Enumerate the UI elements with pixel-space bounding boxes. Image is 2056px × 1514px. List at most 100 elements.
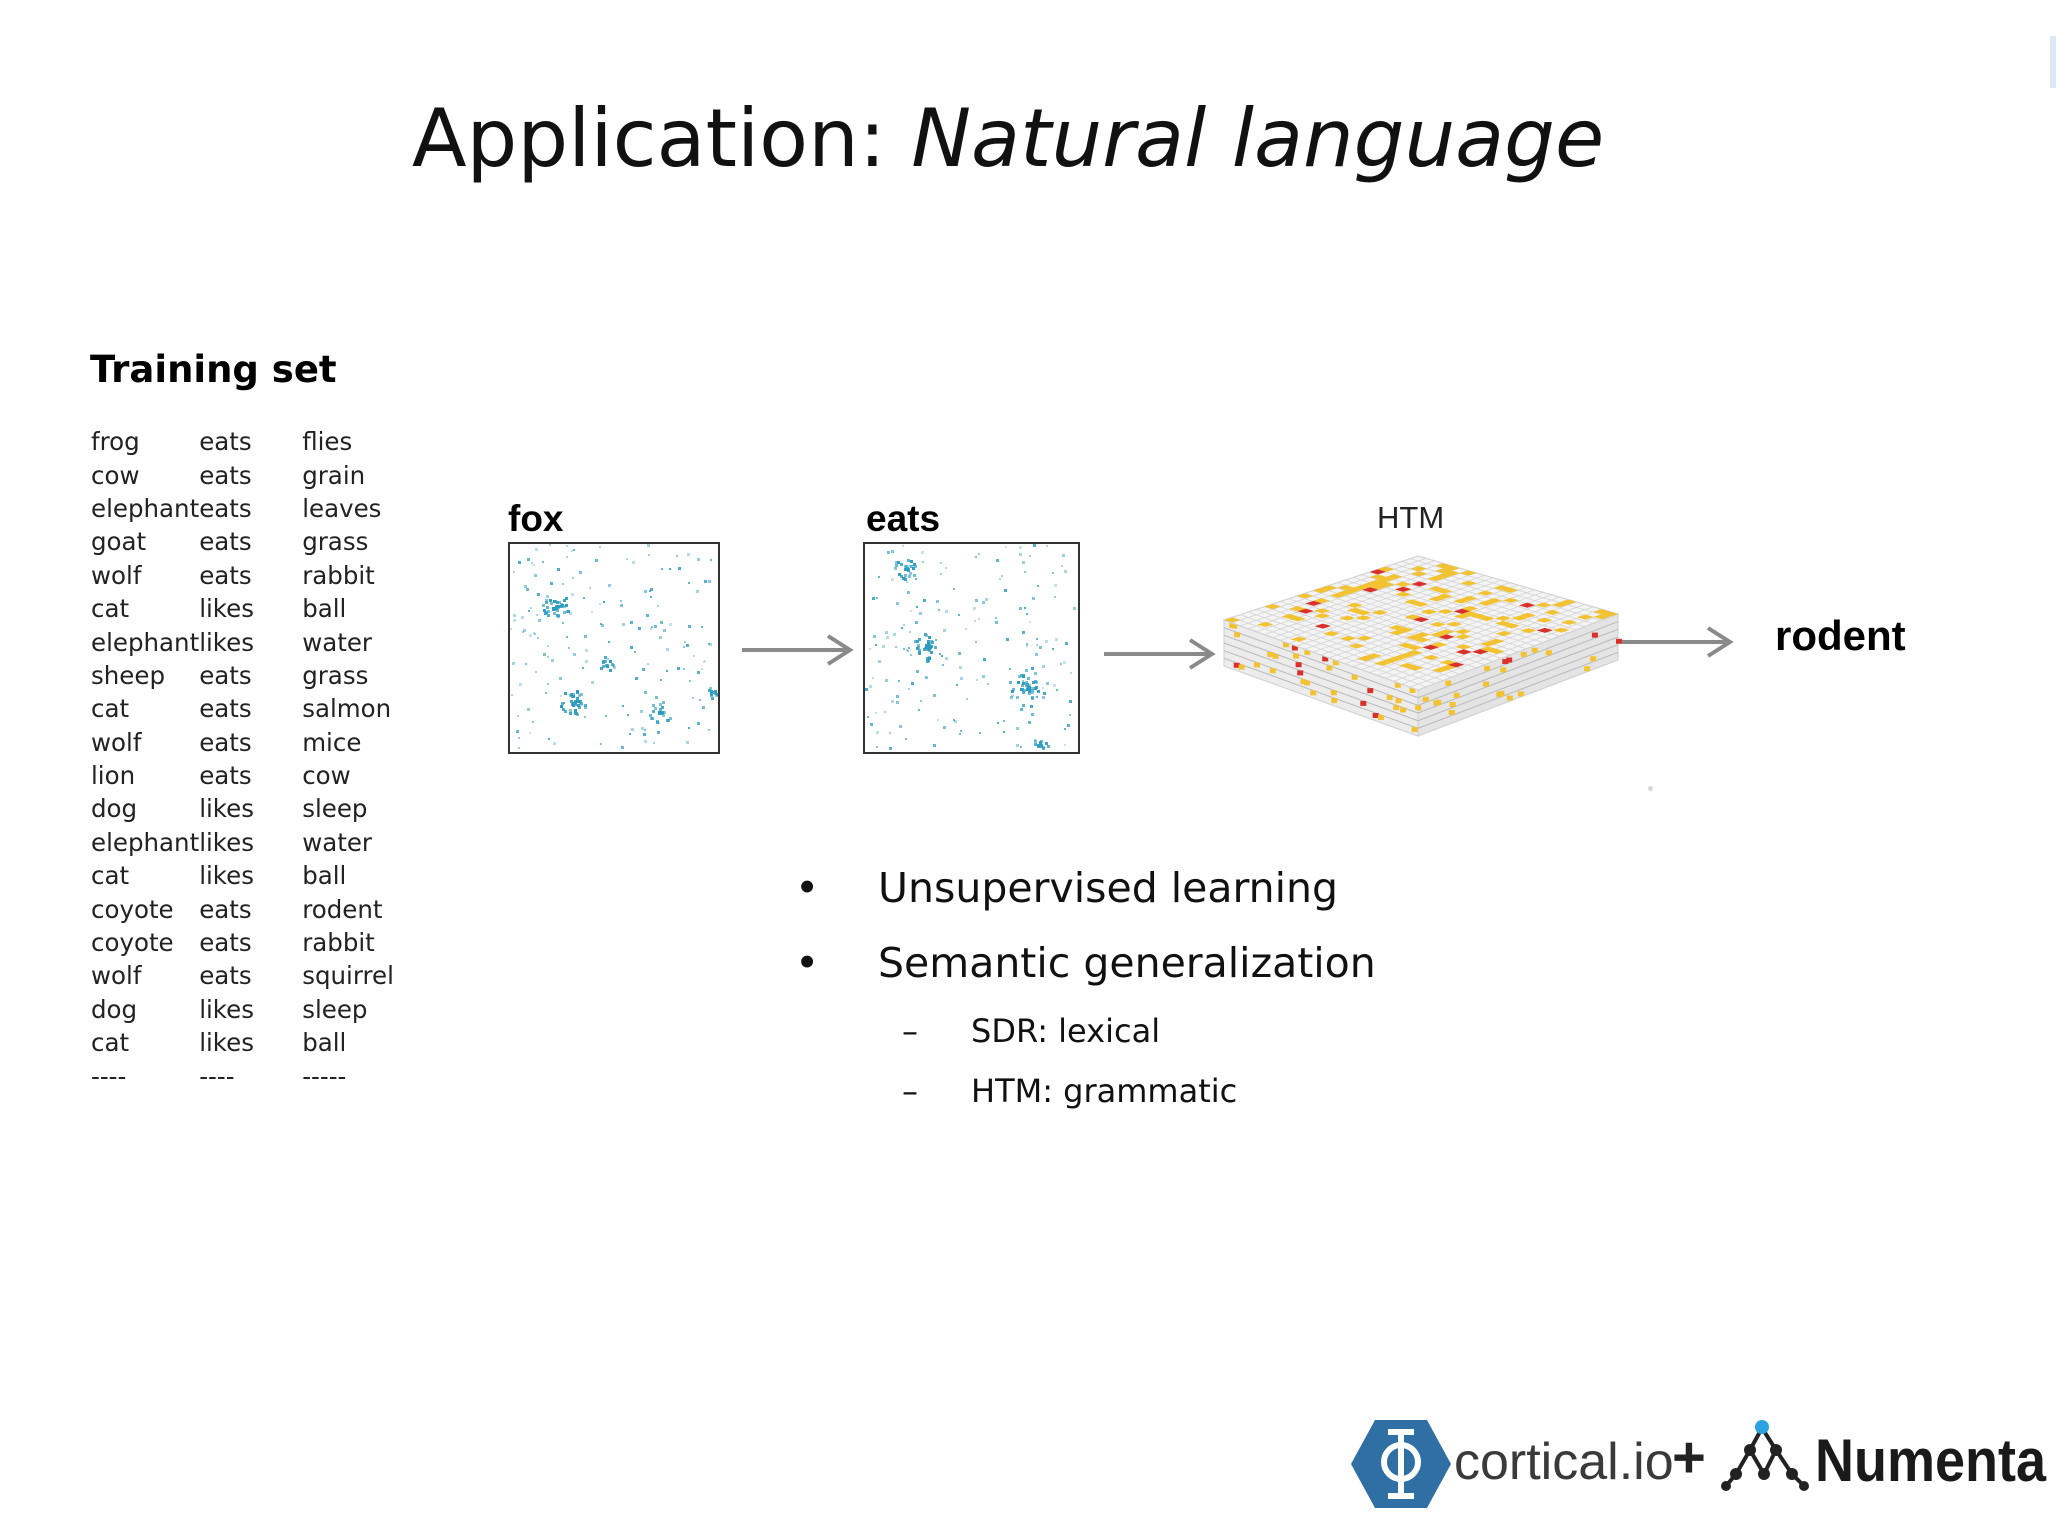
object-cell: rodent	[302, 894, 383, 924]
training-row: coyote eats rabbit	[91, 926, 394, 959]
subject-cell: cat	[91, 1028, 130, 1058]
subject-cell: coyote	[91, 928, 174, 958]
logo-plus: +	[1672, 1425, 1706, 1490]
training-row: dog likes sleep	[91, 792, 394, 825]
subject-cell: wolf	[91, 727, 142, 757]
training-row: cow eats grain	[91, 458, 394, 491]
bullet-text: Unsupervised learning	[878, 864, 1339, 912]
object-cell: water	[302, 627, 372, 657]
object-cell: mice	[302, 727, 362, 757]
bullet-mark: •	[795, 939, 820, 987]
arrow-eats-to-htm	[1104, 638, 1216, 670]
verb-cell: likes	[199, 861, 254, 891]
subject-cell: sheep	[91, 660, 165, 690]
output-word-rodent: rodent	[1775, 612, 1906, 659]
input-word-eats: eats	[866, 498, 941, 539]
cortical-logo-icon	[1351, 1420, 1451, 1508]
object-cell: salmon	[302, 694, 392, 724]
training-row: cat likes ball	[91, 859, 394, 892]
subject-cell: goat	[91, 527, 147, 557]
arrow-fox-to-eats	[742, 634, 854, 666]
object-cell: grass	[302, 527, 369, 557]
verb-cell: likes	[199, 594, 254, 624]
numenta-logo-text: Numenta	[1815, 1427, 2047, 1494]
object-cell: squirrel	[302, 961, 394, 991]
title-emphasis: Natural language	[911, 92, 1605, 185]
verb-cell: eats	[199, 727, 252, 757]
verb-cell: eats	[199, 928, 252, 958]
input-word-fox: fox	[508, 498, 564, 539]
subject-cell: cat	[91, 594, 130, 624]
cortical-logo-text: cortical.io	[1454, 1433, 1674, 1491]
dash-mark: –	[902, 1072, 918, 1110]
verb-cell: likes	[199, 794, 254, 824]
numenta-logo-icon	[1721, 1420, 1809, 1491]
verb-cell: eats	[199, 460, 252, 490]
object-cell: rabbit	[302, 928, 375, 958]
fox-sdr-pattern	[510, 544, 718, 749]
decorative-dot	[1648, 786, 1653, 791]
subject-cell: dog	[91, 794, 138, 824]
htm-layer-stack	[1222, 555, 1622, 737]
sub-bullet-item: – HTM: grammatic	[902, 1072, 1402, 1112]
subject-cell: wolf	[91, 560, 142, 590]
verb-cell: eats	[199, 560, 252, 590]
object-cell: rabbit	[302, 560, 375, 590]
bullet-mark: •	[795, 864, 820, 912]
bullet-item: • Semantic generalization	[795, 939, 1395, 989]
title-prefix: Application:	[411, 92, 912, 185]
training-row: wolf eats mice	[91, 726, 394, 759]
subject-cell: cat	[91, 694, 130, 724]
subject-cell: elephant	[91, 493, 200, 523]
verb-cell: likes	[199, 994, 254, 1024]
sub-bullet-text: HTM: grammatic	[971, 1072, 1238, 1110]
eats-sdr-pattern	[865, 544, 1076, 750]
verb-cell: likes	[199, 827, 254, 857]
subject-cell: ----	[91, 1061, 127, 1091]
verb-cell: eats	[199, 761, 252, 791]
arrow-htm-to-output	[1622, 626, 1734, 658]
object-cell: sleep	[302, 994, 368, 1024]
bullet-text: Semantic generalization	[878, 939, 1376, 987]
training-row: goat eats grass	[91, 525, 394, 558]
object-cell: -----	[302, 1061, 347, 1091]
fox-sdr-box	[508, 542, 720, 754]
verb-cell: eats	[199, 694, 252, 724]
htm-label: HTM	[1377, 500, 1445, 535]
object-cell: water	[302, 827, 372, 857]
object-cell: ball	[302, 1028, 347, 1058]
verb-cell: likes	[199, 627, 254, 657]
subject-cell: elephant	[91, 827, 200, 857]
subject-cell: lion	[91, 761, 136, 791]
subject-cell: wolf	[91, 961, 142, 991]
verb-cell: likes	[199, 1028, 254, 1058]
verb-cell: eats	[199, 427, 252, 457]
object-cell: ball	[302, 861, 347, 891]
verb-cell: eats	[199, 527, 252, 557]
verb-cell: ----	[199, 1061, 235, 1091]
subject-cell: frog	[91, 427, 140, 457]
subject-cell: cat	[91, 861, 130, 891]
subject-cell: cow	[91, 460, 140, 490]
sub-bullet-text: SDR: lexical	[971, 1012, 1161, 1050]
training-set-heading: Training set	[90, 348, 337, 391]
object-cell: grain	[302, 460, 366, 490]
slide-title: Application: Natural language	[0, 92, 2016, 185]
subject-cell: elephant	[91, 627, 200, 657]
subject-cell: dog	[91, 994, 138, 1024]
object-cell: sleep	[302, 794, 368, 824]
object-cell: leaves	[302, 493, 382, 523]
sub-bullet-item: – SDR: lexical	[902, 1012, 1402, 1052]
verb-cell: eats	[199, 961, 252, 991]
page-edge-marker	[2050, 36, 2056, 88]
